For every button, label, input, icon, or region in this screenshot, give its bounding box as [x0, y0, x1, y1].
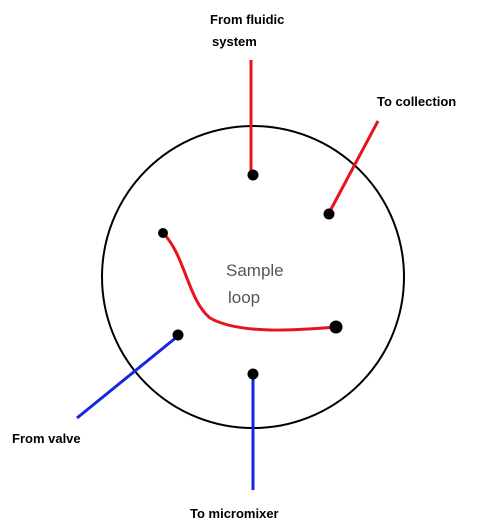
port-lower-left: [172, 329, 184, 341]
from-fluidic-system-label-line2: system: [212, 34, 257, 49]
port-upper-right: [323, 208, 335, 220]
sample-loop-label-line2: loop: [228, 288, 260, 307]
to-collection-line: [327, 120, 380, 214]
from-valve-line: [76, 334, 179, 420]
port-top: [247, 169, 259, 181]
sample-loop-label-line1: Sample: [226, 261, 284, 280]
from-fluidic-system-label-line1: From fluidic: [210, 12, 284, 27]
from-valve-label: From valve: [12, 431, 81, 446]
sample-loop-line: [161, 231, 337, 332]
to-collection-label: To collection: [377, 94, 456, 109]
to-micromixer-label: To micromixer: [190, 506, 279, 521]
port-right: [329, 320, 343, 334]
port-bottom: [247, 368, 259, 380]
port-upper-left: [158, 228, 168, 238]
